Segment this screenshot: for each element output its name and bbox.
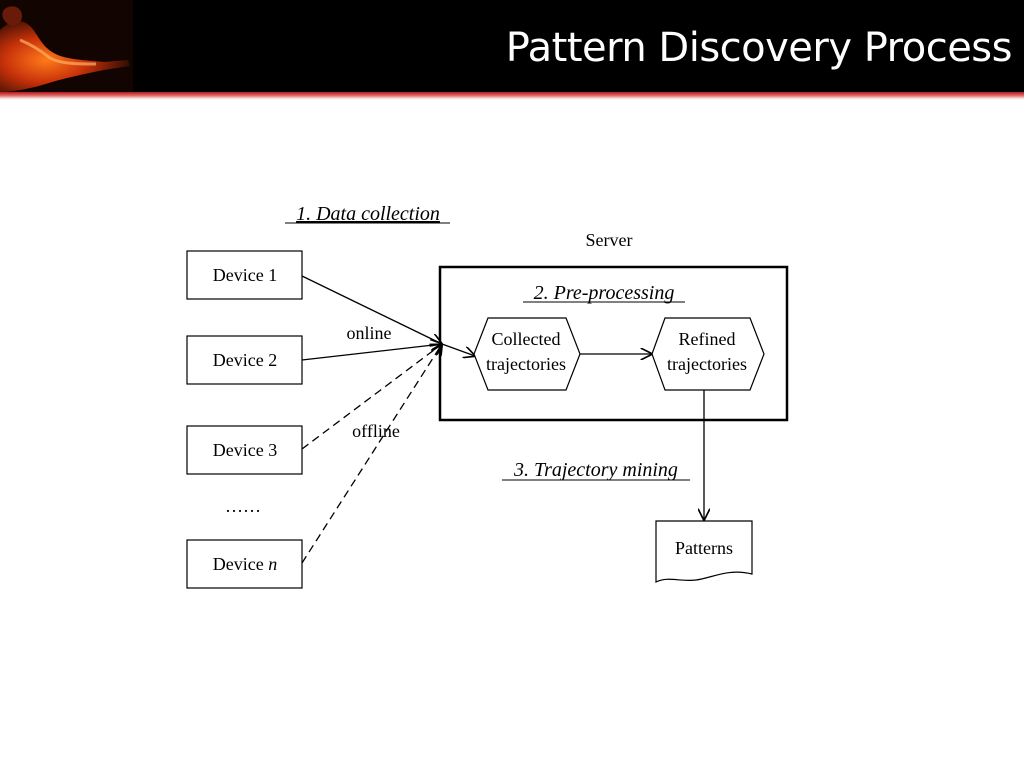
online-connection-device-1 [301, 275, 442, 344]
online-label: online [347, 323, 392, 343]
collected-label-line-1: Collected [492, 329, 561, 349]
collected-label-line-2: trajectories [486, 354, 566, 374]
refined-trajectories-node: Refined trajectories [651, 317, 765, 391]
server-label: Server [586, 230, 633, 250]
device-label-3: Device 3 [213, 440, 277, 460]
patterns-document-node: Patterns [655, 520, 753, 583]
collected-trajectories-node: Collected trajectories [473, 317, 581, 391]
online-connection-device-2 [301, 344, 442, 361]
refined-label-line-2: trajectories [667, 354, 747, 374]
device-label-2: Device 2 [213, 350, 277, 370]
device-box-2: Device 2 [186, 335, 303, 385]
device-box-n: Device n [186, 539, 303, 589]
header-divider [0, 92, 1024, 100]
device-label-n: Device n [213, 554, 277, 574]
device-box-1: Device 1 [186, 250, 303, 300]
stage-label-data-collection: 1. Data collection [296, 203, 440, 225]
offline-label: offline [352, 421, 400, 441]
server-inbound-arrow [441, 343, 475, 356]
slide-header: Pattern Discovery Process [0, 0, 1024, 92]
offline-connection-device-3 [301, 344, 442, 450]
device-label-1: Device 1 [213, 265, 277, 285]
device-label-n-prefix: Device [213, 554, 268, 574]
device-box-3: Device 3 [186, 425, 303, 475]
patterns-label: Patterns [675, 538, 733, 558]
slide-title: Pattern Discovery Process [505, 25, 1013, 71]
offline-connection-device-n [301, 344, 442, 564]
stage-label-pre-processing: 2. Pre-processing [534, 282, 675, 304]
dancer-logo-image [0, 0, 133, 92]
refined-label-line-1: Refined [679, 329, 736, 349]
device-ellipsis: …… [225, 496, 261, 516]
device-label-n-suffix: n [268, 554, 277, 574]
stage-label-trajectory-mining: 3. Trajectory mining [513, 459, 678, 481]
